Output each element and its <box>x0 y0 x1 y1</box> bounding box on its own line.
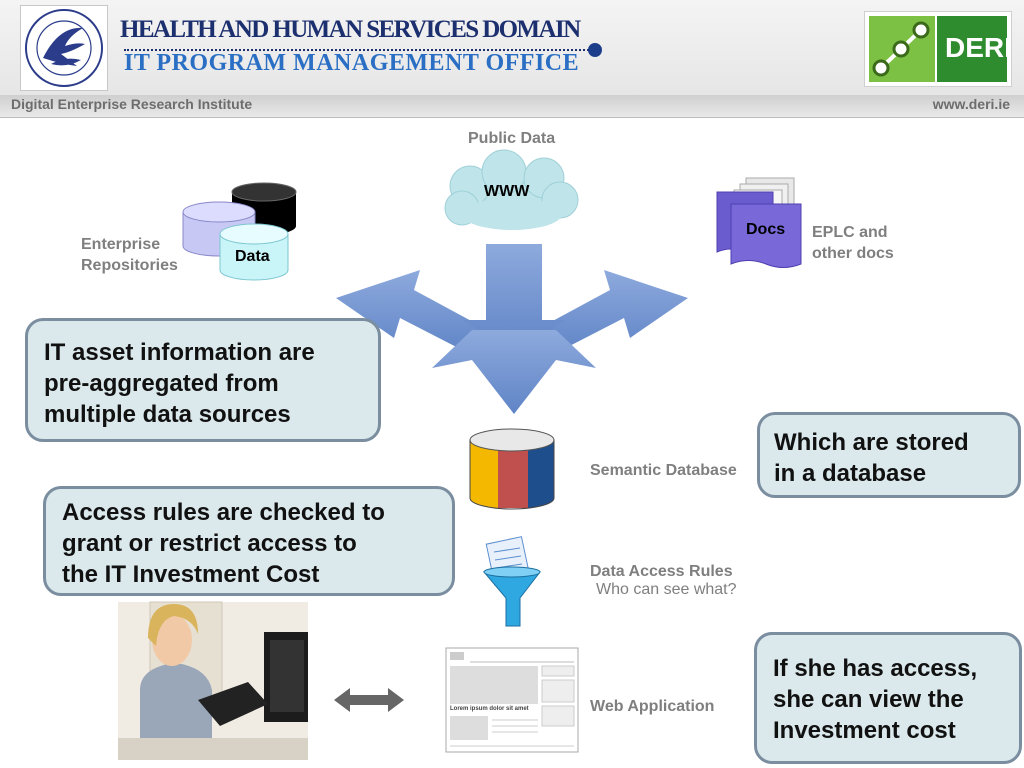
hhs-seal-logo <box>20 5 108 91</box>
enterprise-label-line2: Repositories <box>81 257 178 274</box>
callout-access-line3: the IT Investment Cost <box>62 561 320 588</box>
funnel-icon <box>482 536 542 627</box>
enterprise-repositories-label: Enterprise Repositories <box>81 234 178 276</box>
arrow-from-repositories <box>336 270 488 354</box>
callout-aggregated-line1: IT asset information are <box>44 339 315 366</box>
eplc-label-line1: EPLC and <box>812 224 888 241</box>
arrow-from-www <box>462 244 566 352</box>
callout-view-cost: If she has access, she can view the Inve… <box>754 632 1022 764</box>
institute-name: Digital Enterprise Research Institute <box>11 96 253 112</box>
webpage-heading: Lorem ipsum dolor sit amet <box>450 706 529 712</box>
enterprise-label-line1: Enterprise <box>81 236 161 253</box>
semantic-database-icon <box>469 428 555 510</box>
docs-label: Docs <box>746 221 786 238</box>
data-access-rules-label: Data Access Rules <box>590 563 733 580</box>
callout-view-line2: she can view the <box>773 686 964 713</box>
eplc-docs-label: EPLC and other docs <box>812 222 894 264</box>
callout-stored-line1: Which are stored <box>774 429 969 456</box>
arrow-merged-down <box>432 330 596 414</box>
semantic-database-label: Semantic Database <box>590 462 737 479</box>
website-link[interactable]: www.deri.ie <box>932 96 1010 112</box>
callout-view-line3: Investment cost <box>773 717 956 744</box>
data-access-rules-subtitle: Who can see what? <box>596 581 737 598</box>
public-data-label: Public Data <box>468 130 556 147</box>
double-arrow-icon <box>334 688 404 712</box>
callout-aggregated: IT asset information are pre-aggregated … <box>25 318 381 442</box>
header-bar <box>0 0 1024 95</box>
callout-aggregated-line2: pre-aggregated from <box>44 370 279 397</box>
eplc-label-line2: other docs <box>812 245 894 262</box>
merge-arrows <box>336 244 688 414</box>
title-divider-dot <box>588 43 602 57</box>
arrow-from-docs <box>536 270 688 354</box>
callout-stored-line2: in a database <box>774 460 927 487</box>
documents-icon <box>716 177 802 268</box>
callout-view-line1: If she has access, <box>773 655 978 682</box>
cloud-icon <box>444 149 579 230</box>
subheader-bar <box>0 95 1024 118</box>
callout-stored: Which are stored in a database <box>757 412 1021 498</box>
header-subtitle: IT PROGRAM MANAGEMENT OFFICE <box>124 50 580 76</box>
data-label: Data <box>235 248 270 265</box>
callout-aggregated-line3: multiple data sources <box>44 401 291 428</box>
callout-access-line1: Access rules are checked to <box>62 499 385 526</box>
www-label: WWW <box>484 183 530 200</box>
callout-access-line2: grant or restrict access to <box>62 530 357 557</box>
callout-access-rules: Access rules are checked to grant or res… <box>43 486 455 596</box>
deri-logo-text: DERI <box>945 32 1012 63</box>
webpage-icon <box>445 647 579 753</box>
person-photo <box>118 601 308 760</box>
deri-logo: DERI <box>864 11 1012 87</box>
header-title: HEALTH AND HUMAN SERVICES DOMAIN <box>120 16 581 43</box>
repository-database-icon <box>182 182 297 281</box>
web-application-label: Web Application <box>590 698 715 715</box>
title-divider <box>124 49 592 51</box>
